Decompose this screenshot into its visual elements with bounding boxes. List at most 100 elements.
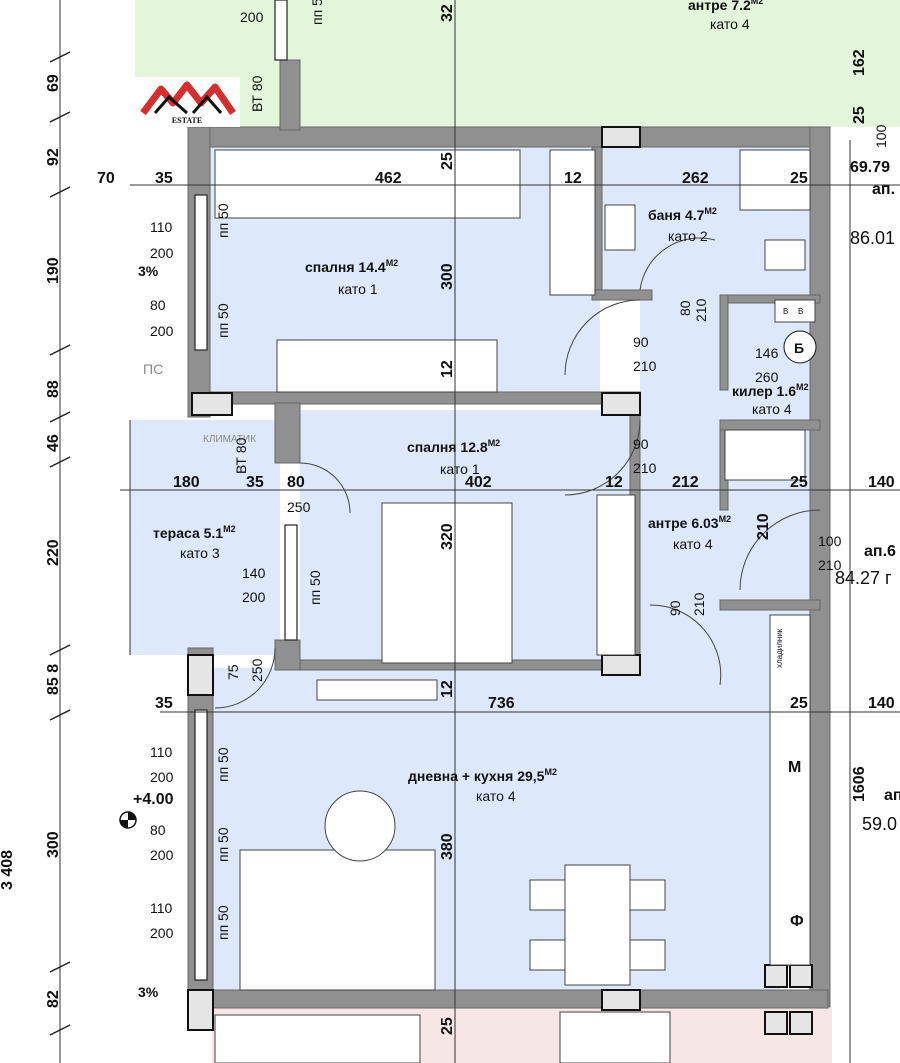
dim-25c: 25 — [790, 695, 808, 712]
round-table — [324, 790, 396, 862]
window-4-sill: пп 50 — [215, 747, 231, 782]
ps-label: ПС — [143, 361, 163, 377]
bedroom-1-floor: като 1 — [338, 281, 378, 297]
door-3-height: 210 — [693, 298, 709, 322]
sink — [604, 204, 636, 251]
window-3-sill: пп 50 — [307, 570, 323, 605]
shower — [739, 149, 811, 211]
bottom-sofa — [214, 1014, 421, 1063]
dim-25b: 25 — [790, 474, 808, 491]
terrace-floor: като 3 — [180, 545, 220, 561]
dim-462: 462 — [375, 170, 402, 187]
neighbor-hall-floor: като 4 — [710, 16, 750, 32]
door-7-height: 250 — [287, 499, 311, 515]
bed — [381, 502, 513, 664]
neighbor-2-code: ап.6 — [864, 543, 896, 560]
window-frames — [194, 0, 298, 981]
terrace-fill — [130, 420, 280, 655]
tick-marks — [49, 51, 71, 1036]
oven-symbol: Ф — [790, 913, 804, 930]
dim-402: 402 — [465, 474, 492, 491]
closet-floor: като 4 — [752, 401, 792, 417]
inner-dimensions: 32 25 300 12 320 12 380 25 162 25 1606 2… — [439, 4, 868, 1035]
neighbor-1-area: 86.01 — [850, 228, 895, 248]
window-4-height: 200 — [150, 769, 174, 785]
headboard-1 — [276, 339, 498, 393]
window-1-sill: пп 50 — [215, 203, 231, 238]
vent-label-1: ВТ 80 — [249, 75, 265, 112]
elevation-marker — [119, 811, 137, 829]
dim-left-4: 46 — [45, 434, 62, 452]
slope-label-2: 3% — [138, 984, 159, 1000]
window-3-width: 140 — [242, 565, 266, 581]
dim-left-8: 82 — [45, 990, 62, 1008]
window-1-width: 110 — [150, 219, 173, 235]
bedroom-2-name: спалня 12.8М2 — [407, 438, 500, 455]
window-5-sill: пп 50 — [215, 827, 231, 862]
bottom-cabinet — [559, 1011, 671, 1063]
neighbor-1-area-prefix: 69.79 — [850, 159, 890, 176]
dim-v75: 75 — [225, 664, 241, 680]
dining-table — [564, 864, 631, 986]
door-labels: 90 210 90 210 80 210 146 260 90 210 100 … — [287, 298, 842, 616]
fridge-label: хладилник — [775, 628, 784, 668]
boiler-symbol: Б — [794, 340, 804, 356]
neighbor-hall-name: антре 7.2М2 — [688, 0, 763, 13]
columns — [187, 126, 813, 1035]
dim-v300: 300 — [439, 263, 456, 290]
left-dimensions: 69 92 190 88 46 220 85 8 300 82 3 408 — [0, 74, 62, 1008]
toilet — [764, 239, 806, 271]
bath-name: баня 4.7М2 — [648, 206, 717, 223]
window-5-width: 80 — [150, 822, 166, 838]
window-4-width: 110 — [150, 744, 173, 760]
wardrobe-2 — [596, 494, 636, 656]
dim-35a: 35 — [155, 170, 173, 187]
dim-left-6: 85 8 — [45, 664, 62, 695]
dim-left-5: 220 — [45, 539, 62, 566]
kitchen-counter — [769, 614, 811, 966]
door-3-width: 80 — [677, 300, 693, 316]
bedroom-2-floor: като 1 — [440, 461, 480, 477]
window-2-height: 200 — [150, 323, 174, 339]
dim-v380: 380 — [439, 833, 456, 860]
dim-12a: 12 — [564, 170, 582, 187]
hall-name: антре 6.03М2 — [648, 514, 731, 531]
neighbor-3-code: ап — [884, 787, 900, 804]
wardrobe-1 — [214, 149, 521, 219]
window-3-height: 200 — [242, 589, 266, 605]
dim-left-0: 69 — [45, 74, 62, 92]
dim-140a: 140 — [868, 474, 895, 491]
dim-262: 262 — [682, 170, 709, 187]
door-6-height: 210 — [818, 557, 842, 573]
dim-v12a: 12 — [439, 360, 456, 378]
window-2-width: 80 — [150, 297, 166, 313]
dim-left-3: 88 — [45, 380, 62, 398]
dim-35c: 35 — [155, 695, 173, 712]
neighbor-2-area: 84.27 г — [835, 568, 892, 588]
dim-v100: 100 — [873, 124, 889, 148]
door-4-width: 146 — [755, 345, 779, 361]
living-name: дневна + кухня 29,5М2 — [408, 767, 557, 784]
door-4-height: 260 — [755, 369, 779, 385]
dim-v250: 250 — [249, 658, 265, 682]
boiler-b — [783, 330, 817, 364]
slope-label-1: 3% — [138, 263, 159, 279]
door-2-height: 210 — [633, 460, 657, 476]
dim-12b: 12 — [605, 474, 623, 491]
elevation-label: +4.00 — [133, 791, 174, 808]
dim-left-1: 92 — [45, 148, 62, 166]
door-1-width: 90 — [633, 334, 649, 350]
dim-140b: 140 — [868, 695, 895, 712]
texts: спалня 14.4М2 като 1 спалня 12.8М2 като … — [0, 0, 900, 1035]
window-1-height: 200 — [150, 245, 174, 261]
window-top-width: 200 — [240, 9, 264, 25]
door-1-height: 210 — [633, 358, 657, 374]
terrace-name: тераса 5.1М2 — [153, 524, 236, 541]
estate-logo: ESTATE — [135, 77, 240, 127]
dim-v25a: 25 — [439, 152, 456, 170]
washer-symbol-2: В — [798, 307, 803, 316]
window-5-height: 200 — [150, 847, 174, 863]
dim-70: 70 — [97, 170, 115, 187]
dim-212: 212 — [672, 474, 699, 491]
